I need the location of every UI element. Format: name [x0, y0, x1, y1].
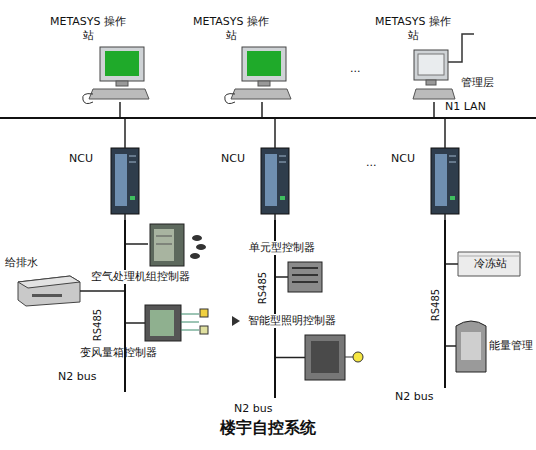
bus-connector — [261, 102, 263, 117]
chiller-device-node: 冷冻站 — [458, 252, 520, 276]
field-bus-node: N2 bus — [124, 220, 126, 392]
bus-connector — [446, 263, 458, 265]
energy-device-node: 能量管理 — [456, 320, 486, 372]
ncu-label: NCU — [69, 152, 93, 166]
ncu-node: NCU — [111, 148, 139, 214]
bus-connector — [126, 243, 148, 245]
ncu-node: NCU — [431, 148, 459, 214]
lighting-controller-icon — [305, 335, 363, 380]
bus-type-label: RS485 — [92, 309, 104, 341]
lighting-controller-label: 智能型照明控制器 — [247, 314, 337, 328]
energy-device-label: 能量管理 — [489, 339, 533, 353]
workstation-node: METASYS 操作站 — [90, 45, 150, 102]
ellipsis: ... — [366, 156, 377, 169]
workstation-node: METASYS 操作站 — [232, 45, 292, 102]
unit-controller-node: 单元型控制器 — [288, 262, 322, 292]
ahu-controller-icon — [150, 224, 206, 266]
field-bus-node: N2 bus — [444, 220, 446, 388]
chiller-device-label: 冷冻站 — [474, 257, 507, 271]
lan-bus-node: N1 LAN — [0, 117, 536, 119]
chiller-device-icon — [458, 252, 520, 276]
ahu-controller-node: 空气处理机组控制器 — [148, 222, 186, 266]
unit-controller-icon — [288, 262, 322, 292]
bus-connector — [124, 119, 126, 148]
bus-type-label: RS485 — [257, 272, 269, 304]
workstation-icon — [413, 34, 474, 99]
lan-bus-label: N1 LAN — [445, 100, 486, 114]
bus-connector — [119, 102, 121, 117]
ncu-node: NCU — [261, 148, 289, 214]
field-bus-label: N2 bus — [234, 402, 272, 416]
bus-connector — [276, 357, 305, 359]
bus-type-label: RS485 — [430, 289, 442, 321]
workstation-label: METASYS 操作站 — [50, 15, 126, 43]
vav-controller-icon — [145, 305, 240, 341]
workstation-label: METASYS 操作站 — [375, 15, 451, 43]
bus-connector — [126, 322, 145, 324]
ncu-label: NCU — [221, 152, 245, 166]
bus-connector — [444, 119, 446, 148]
water-device-icon — [18, 276, 80, 306]
field-bus-label: N2 bus — [58, 370, 96, 384]
caption: 楼宇自控系统 — [0, 418, 536, 439]
bus-connector — [274, 119, 276, 148]
workstation-label: METASYS 操作站 — [193, 15, 269, 43]
ncu-tower — [111, 148, 139, 214]
unit-controller-label: 单元型控制器 — [248, 241, 316, 255]
lighting-controller-node: 智能型照明控制器 — [305, 335, 345, 380]
vav-controller-label: 变风量箱控制器 — [80, 346, 157, 360]
vav-controller-node: 变风量箱控制器 — [145, 305, 181, 341]
ahu-controller-label: 空气处理机组控制器 — [90, 270, 191, 284]
bus-connector — [433, 102, 435, 117]
workstation-node: METASYS 操作站 — [412, 45, 456, 102]
water-device-node: 给排水 — [18, 276, 80, 306]
energy-device-icon — [456, 321, 486, 372]
water-device-label: 给排水 — [5, 256, 38, 270]
field-bus-label: N2 bus — [395, 390, 433, 404]
ncu-label: NCU — [391, 152, 415, 166]
bus-connector — [80, 290, 124, 292]
bus-connector — [276, 276, 288, 278]
bus-connector — [446, 345, 456, 347]
workstation-icon — [83, 47, 149, 104]
ellipsis: ... — [350, 62, 361, 75]
layer-label: 管理层 — [461, 76, 494, 89]
